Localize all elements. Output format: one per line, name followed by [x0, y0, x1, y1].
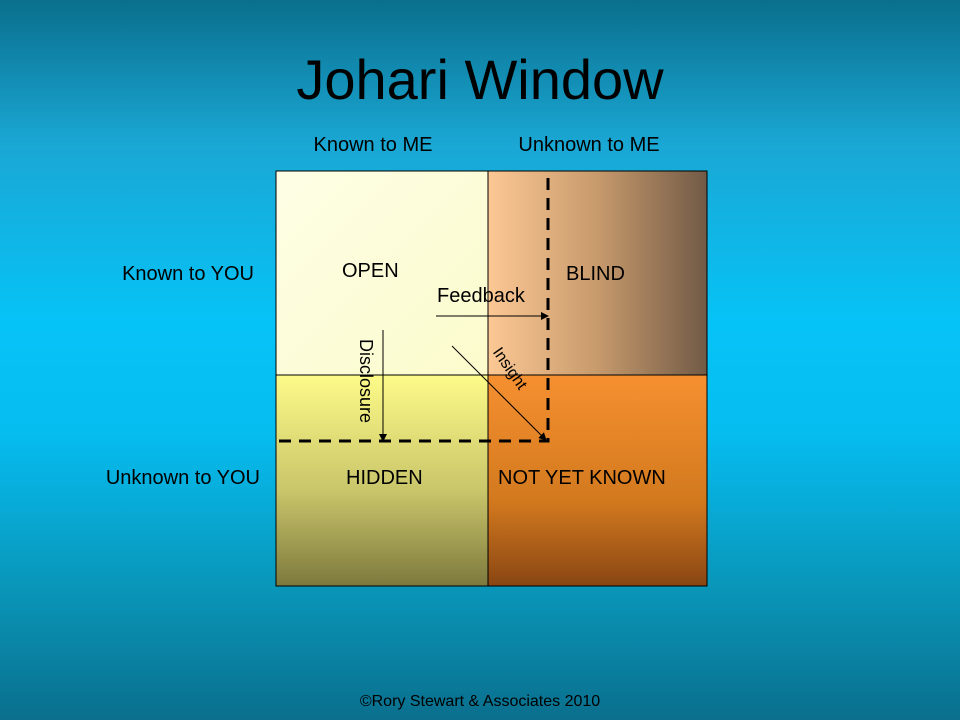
row-label-known-to-you: Known to YOU: [122, 263, 254, 285]
page-title: Johari Window: [296, 48, 664, 111]
grid-border: [275, 170, 708, 587]
quadrant-label-open: OPEN: [342, 260, 399, 282]
quadrant-label-hidden: HIDDEN: [346, 467, 423, 489]
quadrant-label-blind: BLIND: [566, 263, 625, 285]
quadrant-label-not-yet-known: NOT YET KNOWN: [498, 467, 666, 489]
quadrant-open: [276, 171, 488, 375]
quadrant-not-yet-known: [488, 375, 707, 586]
column-label-unknown-to-me: Unknown to ME: [518, 134, 660, 156]
open-area-boundary-dashed: [276, 178, 550, 443]
row-label-unknown-to-you: Unknown to YOU: [105, 467, 260, 489]
copyright-footer: ©Rory Stewart & Associates 2010: [359, 693, 601, 710]
insight-arrow: [451, 345, 547, 441]
quadrant-blind: [488, 171, 707, 375]
column-label-known-to-me: Known to ME: [313, 134, 433, 156]
quadrant-hidden: [276, 375, 488, 586]
disclosure-label: Disclosure: [356, 338, 376, 424]
feedback-label: Feedback: [437, 285, 525, 307]
